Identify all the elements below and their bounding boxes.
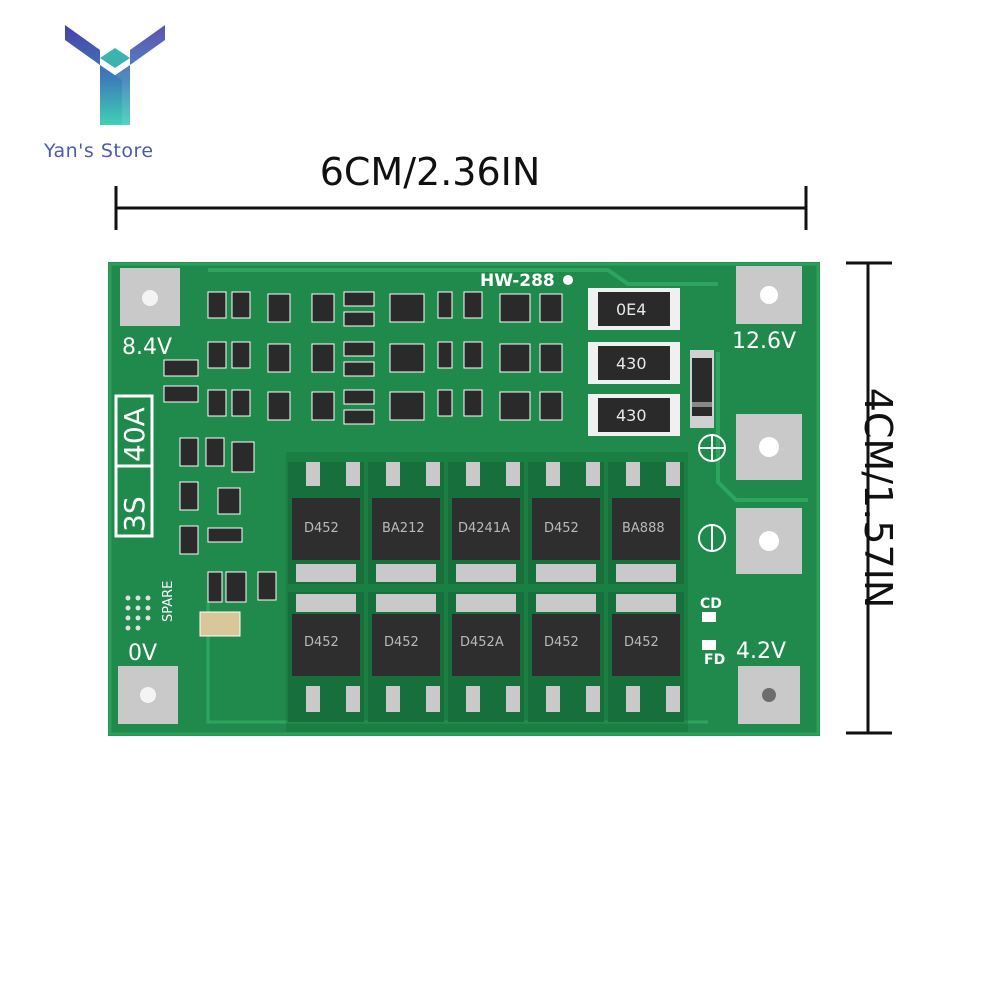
solder-dots (125, 595, 151, 631)
label-0v: 0V (128, 641, 157, 666)
rating-cells: 3S (118, 496, 151, 532)
height-dimension-line (846, 261, 892, 735)
diode (690, 350, 714, 428)
resistor-1: 430 (588, 342, 680, 384)
store-name: Yan's Store (44, 140, 154, 162)
mosfet-bottom-1: D452 (368, 592, 444, 722)
label-12v6: 12.6V (732, 329, 796, 354)
svg-text:D4241A: D4241A (458, 521, 510, 536)
pad-top-right (736, 266, 802, 324)
label-4v2: 4.2V (736, 639, 786, 664)
pad-bottom-right (738, 666, 800, 724)
mosfet-bottom-2: D452A (448, 592, 524, 722)
svg-text:D452A: D452A (460, 635, 504, 650)
resistor-2: 430 (588, 394, 680, 436)
label-8v4: 8.4V (122, 335, 172, 360)
negative-symbol (698, 524, 726, 552)
svg-text:0E4: 0E4 (616, 300, 646, 319)
pad-negative (736, 508, 802, 574)
svg-text:D452: D452 (624, 635, 659, 650)
mosfet-bottom-4: D452 (608, 592, 684, 722)
rating-current: 40A (118, 407, 151, 462)
width-dimension-label: 6CM/2.36IN (319, 150, 541, 194)
pad-top-left (120, 268, 180, 326)
fd-label: FD (704, 652, 725, 668)
svg-text:BA212: BA212 (382, 521, 425, 536)
mosfet-top-2: D4241A (448, 462, 524, 584)
cd-label: CD (700, 596, 722, 612)
svg-text:430: 430 (616, 406, 647, 425)
mosfet-top-0: D452 (288, 462, 364, 584)
smd-components (163, 291, 563, 637)
svg-text:D452: D452 (544, 635, 579, 650)
mosfet-top-1: BA212 (368, 462, 444, 584)
pad-bottom-left (118, 666, 178, 724)
mosfet-bottom-0: D452 (288, 592, 364, 722)
pad-positive (736, 414, 802, 480)
resistor-0: 0E4 (588, 288, 680, 330)
svg-text:430: 430 (616, 354, 647, 373)
bms-pcb-board: 8.4V 12.6V 0V 4.2V HW-288 3S 40A 0E4 430… (108, 262, 820, 736)
svg-text:D452: D452 (304, 635, 339, 650)
width-dimension-line (114, 186, 808, 230)
svg-text:D452: D452 (384, 635, 419, 650)
mosfet-top-4: BA888 (608, 462, 684, 584)
svg-text:BA888: BA888 (622, 521, 665, 536)
rating-box: 3S 40A (114, 394, 154, 538)
svg-text:D452: D452 (544, 521, 579, 536)
mosfet-bottom-3: D452 (528, 592, 604, 722)
mosfet-top-3: D452 (528, 462, 604, 584)
height-dimension-label: 4CM/1.57IN (856, 387, 900, 609)
store-logo-icon (65, 25, 165, 125)
spare-label: SPARE (161, 581, 176, 622)
svg-text:D452: D452 (304, 521, 339, 536)
board-model: HW-288 (480, 271, 555, 291)
positive-symbol (698, 434, 726, 462)
